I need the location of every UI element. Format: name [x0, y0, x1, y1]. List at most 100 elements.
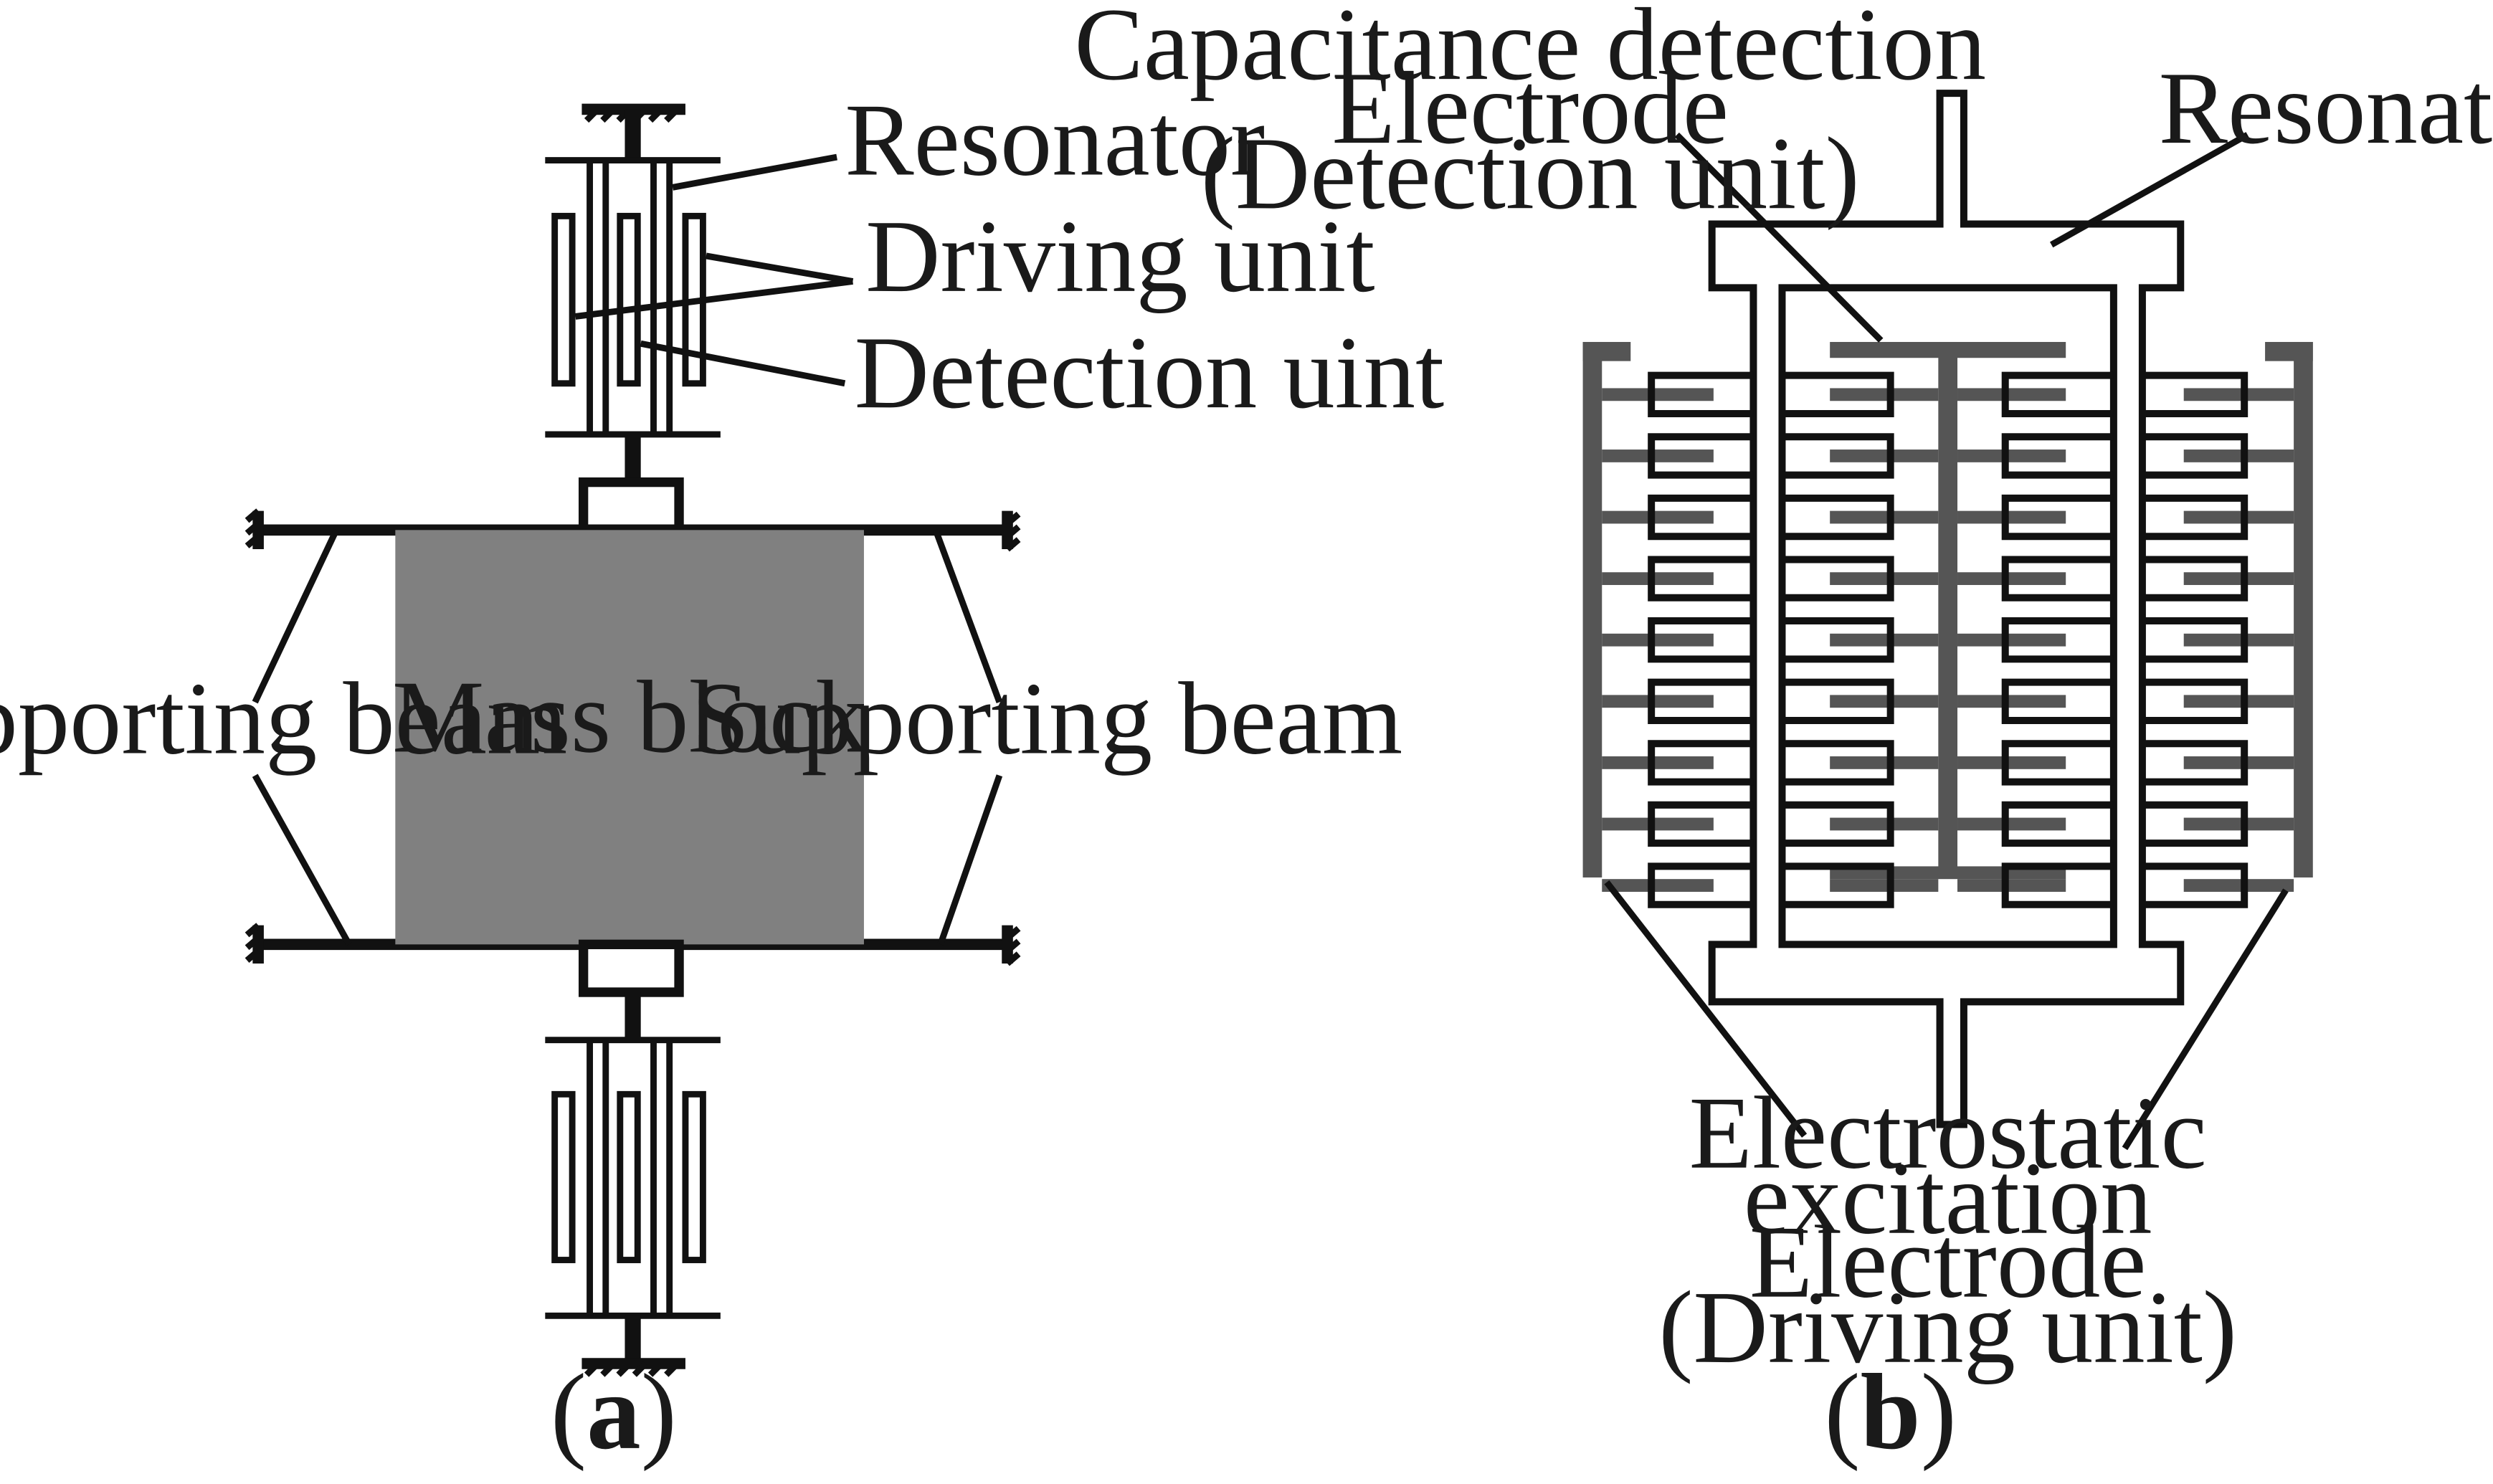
resonator-finger-outer-right: [2142, 433, 2249, 479]
resonator-finger-outer-left: [1648, 433, 1754, 479]
driving-finger-left: [1602, 817, 1714, 831]
resonator-finger-outer-left: [1648, 371, 1754, 418]
detection-finger-left: [1830, 756, 1939, 769]
driving-finger-right: [2183, 510, 2294, 524]
detection-electrode-spine: [1938, 341, 1958, 877]
resonator-finger-outer-right: [2142, 617, 2249, 663]
resonator-finger-outer-right: [2142, 556, 2249, 601]
resonator-finger-outer-left: [1648, 556, 1754, 601]
resonator-finger-inner-right: [2001, 617, 2114, 663]
detection-unit-label: Detection uint: [855, 315, 1445, 430]
detection-finger-right: [1957, 450, 2066, 462]
capacitance-detection-label-line1: Capacitance detection: [1074, 0, 1986, 102]
detection-finger-right: [1957, 572, 2066, 586]
driving-electrode-right-cap: [2265, 341, 2313, 361]
resonator-finger-inner-left: [1782, 740, 1894, 786]
detection-finger-left: [1830, 510, 1939, 524]
supporting-beam-right-label: Supporting beam: [692, 662, 1402, 776]
driving-finger-left: [1602, 756, 1714, 769]
driving-finger-right: [2183, 756, 2294, 769]
detection-finger-left: [1830, 388, 1939, 401]
caption-b: (b): [1824, 1351, 1957, 1472]
driving-finger-right: [2183, 450, 2294, 462]
resonator-finger-outer-left: [1648, 494, 1754, 541]
driving-electrode-left-cap: [1582, 341, 1631, 361]
resonator-structure: [1648, 90, 2249, 1128]
resonator-finger-inner-right: [2001, 862, 2114, 908]
driving-electrode-left-spine: [1582, 341, 1602, 877]
detection-finger-right: [1957, 388, 2066, 401]
detection-finger-left: [1830, 572, 1939, 586]
detection-finger-right: [1957, 510, 2066, 524]
resonator-finger-inner-right: [2001, 433, 2114, 479]
resonator-finger-inner-left: [1782, 617, 1894, 663]
lower-driving-electrode-right: [682, 1090, 706, 1263]
resonator-finger-inner-left: [1782, 801, 1894, 847]
resonator-finger-inner-left: [1782, 862, 1894, 908]
resonator-finger-inner-right: [2001, 494, 2114, 541]
detection-finger-right: [1957, 633, 2066, 647]
driving-finger-right: [2183, 633, 2294, 647]
detection-finger-right: [1957, 695, 2066, 708]
resonator-outer-frame: [1708, 90, 2185, 1128]
bottom-anchor: [581, 1358, 685, 1377]
driving-unit-label: Driving unit: [865, 199, 1374, 314]
bottom-coupler: [579, 939, 684, 997]
resonator-finger-outer-right: [2142, 862, 2249, 908]
resonator-finger-inner-right: [2001, 556, 2114, 601]
resonator-finger-outer-right: [2142, 801, 2249, 847]
resonator-finger-outer-right: [2142, 494, 2249, 541]
driving-finger-right: [2183, 695, 2294, 708]
driving-finger-left: [1602, 879, 1714, 892]
ground-anchors: [244, 508, 1021, 966]
excitation-label-line2: excitation: [1744, 1141, 2152, 1256]
panel-a-schematic: Mass block: [0, 83, 1444, 1472]
detection-finger-left: [1830, 633, 1939, 647]
resonator-finger-outer-right: [2142, 678, 2249, 724]
resonator-finger-outer-left: [1648, 740, 1754, 786]
detection-finger-left: [1830, 695, 1939, 708]
lower-resonator: [545, 992, 721, 1364]
mass-block: [395, 530, 864, 945]
resonator-finger-inner-right: [2001, 740, 2114, 786]
capacitance-detection-label-line2: Electrode: [1331, 51, 1729, 166]
detection-finger-left: [1830, 817, 1939, 831]
upper-resonator: [545, 157, 721, 482]
detection-finger-right: [1957, 817, 2066, 831]
excitation-label-line3: Electrode: [1749, 1205, 2147, 1320]
panel-a-leader-lines: [252, 153, 1003, 946]
resonator-inner-frame: [1778, 284, 2117, 948]
driving-electrode-right-spine: [2294, 341, 2313, 877]
excitation-label-line4: (Driving unit): [1658, 1270, 2237, 1385]
panel-b-leader-lines: [1604, 132, 2289, 1151]
resonator-finger-outer-right: [2142, 740, 2249, 786]
detection-finger-left: [1830, 450, 1939, 462]
detection-finger-right: [1957, 879, 2066, 892]
top-coupler: [579, 477, 684, 535]
resonator-finger-inner-right: [2001, 371, 2114, 418]
driving-finger-right: [2183, 817, 2294, 831]
driving-finger-left: [1602, 572, 1714, 586]
lower-detection-electrode: [617, 1090, 641, 1263]
resonator-finger-outer-left: [1648, 801, 1754, 847]
resonator-label-a: Resonator: [845, 83, 1265, 198]
driving-finger-left: [1602, 388, 1714, 401]
lower-driving-electrode-left: [551, 1090, 576, 1263]
resonator-finger-inner-left: [1782, 678, 1894, 724]
resonator-finger-outer-right: [2142, 371, 2249, 418]
resonator-finger-inner-left: [1782, 494, 1894, 541]
panel-b-layout: Capacitance detection Electrode (Detecti…: [1074, 0, 2493, 1472]
driving-finger-left: [1602, 695, 1714, 708]
detection-electrode-top-bar: [1830, 341, 2066, 358]
top-anchor: [581, 103, 685, 161]
driving-finger-left: [1602, 633, 1714, 647]
resonator-finger-inner-left: [1782, 371, 1894, 418]
resonator-finger-outer-left: [1648, 678, 1754, 724]
resonator-label-b: Resonator: [2159, 51, 2493, 166]
caption-a: (a): [551, 1351, 677, 1472]
resonator-finger-inner-left: [1782, 433, 1894, 479]
driving-finger-right: [2183, 388, 2294, 401]
resonator-finger-outer-left: [1648, 862, 1754, 908]
driving-finger-right: [2183, 572, 2294, 586]
